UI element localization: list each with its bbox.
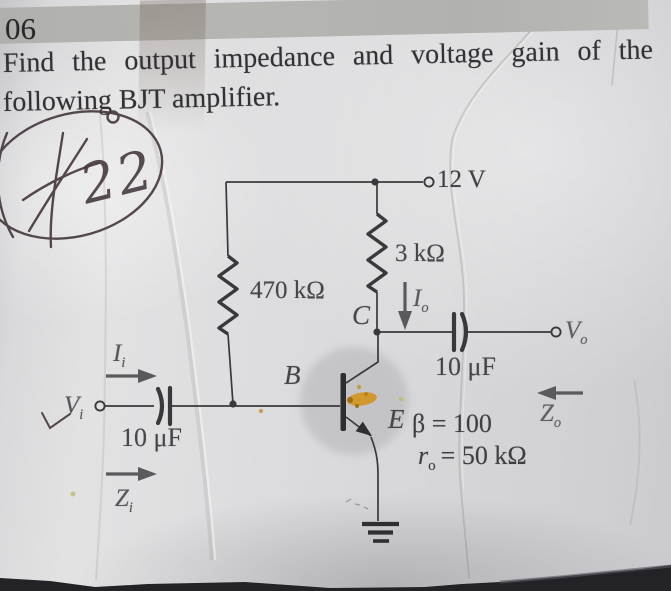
input-capacitor [155, 385, 173, 427]
emitter-arrowhead [355, 421, 372, 436]
rc-value-label: 3 kΩ [395, 240, 445, 267]
base-junction-dot [229, 400, 237, 408]
supply-rail [226, 176, 435, 188]
zo-arrow [537, 386, 583, 400]
pen-checkmark [41, 412, 71, 430]
output-capacitor [451, 311, 469, 353]
zo-label: Zo [540, 400, 562, 431]
desk-edge-shape [0, 565, 671, 591]
zi-label: Zi [115, 485, 133, 516]
collector-junction-dot [373, 328, 381, 336]
vo-terminal [550, 326, 562, 338]
output-capacitor-label: 10 μF [435, 352, 496, 381]
input-branch [94, 385, 340, 427]
scribble-ellipse [0, 110, 164, 240]
io-arrow [398, 282, 412, 330]
base-terminal-label: B [284, 360, 301, 390]
resistor-rb [217, 181, 239, 405]
torn-edge-shadow [145, 111, 214, 561]
vo-label: Vo [565, 317, 588, 348]
crease-bottom-right [629, 379, 641, 526]
io-label: Io [413, 285, 429, 316]
ii-arrow [106, 369, 157, 383]
transistor [340, 332, 379, 521]
output-branch [373, 311, 562, 353]
page-number: 06 [5, 11, 36, 46]
scribble-arc [0, 131, 15, 239]
input-capacitor-label: 10 μF [121, 423, 182, 452]
supply-terminal [423, 176, 435, 188]
desk-edge-soft [499, 564, 671, 584]
resistor-rc [366, 182, 388, 332]
supply-voltage-label: 12 V [437, 166, 486, 193]
crease-center [449, 0, 558, 579]
ii-label: Ii [113, 340, 126, 371]
scribble-stroke-3 [21, 161, 101, 202]
zi-arrow [106, 467, 157, 481]
vi-label: Vi [64, 392, 84, 423]
transistor-base-bar [340, 373, 346, 431]
scribble-stroke-1 [27, 137, 89, 233]
scribble-loop [106, 110, 120, 124]
collector-lead [345, 332, 379, 384]
rb-value-label: 470 kΩ [250, 277, 325, 304]
ro-label: ro= 50 kΩ [418, 441, 527, 475]
torn-edge [148, 111, 217, 561]
emitter-drop-wire [370, 436, 379, 521]
ground-symbol [362, 521, 399, 543]
vi-terminal [94, 400, 106, 412]
scribble-stroke-2 [49, 131, 65, 249]
ink-stain [70, 384, 403, 497]
collector-terminal-label: C [352, 300, 371, 330]
emitter-terminal-label: E [388, 404, 405, 434]
crease-center-highlight [452, 0, 560, 491]
pencil-marks [345, 498, 369, 510]
beta-label: β = 100 [412, 409, 492, 438]
